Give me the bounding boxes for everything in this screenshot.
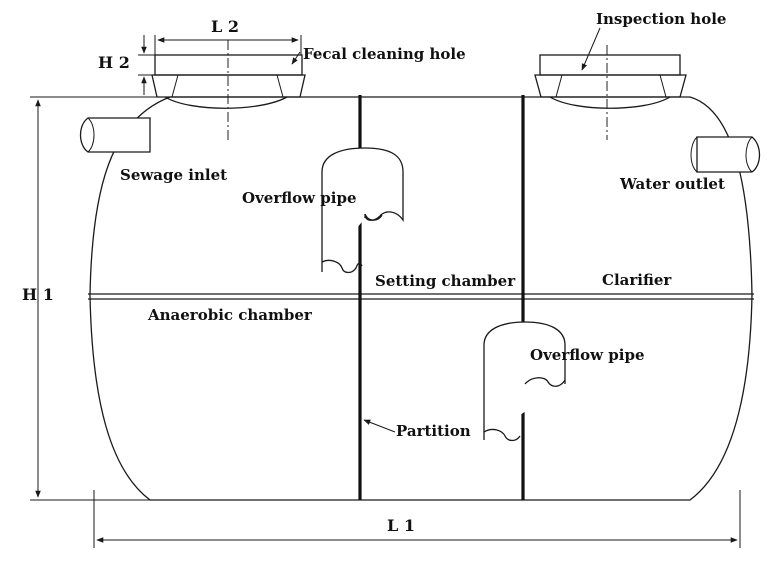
l1-label: L 1 (387, 516, 415, 535)
partition-label: Partition (396, 422, 471, 440)
water-outlet-pipe (690, 136, 761, 173)
dimension-h2 (138, 35, 160, 95)
h2-label: H 2 (98, 53, 130, 72)
inspection-hole-manhole (534, 45, 687, 140)
dimension-l1 (93, 490, 741, 548)
l2-label: L 2 (211, 17, 239, 36)
fecal-cleaning-hole-label: Fecal cleaning hole (303, 45, 466, 63)
h1-label: H 1 (22, 285, 54, 304)
sewage-inlet-pipe (79, 117, 151, 153)
overflow-pipe-left-label: Overflow pipe (242, 189, 357, 207)
leader-inspection-hole (581, 27, 601, 71)
setting-chamber-label: Setting chamber (375, 272, 516, 290)
sewage-inlet-label: Sewage inlet (120, 166, 227, 184)
dimension-h1 (30, 96, 170, 501)
leader-partition (363, 419, 396, 433)
water-outlet-label: Water outlet (619, 175, 725, 193)
leader-fecal-cleaning-hole (291, 51, 301, 65)
anaerobic-chamber-label: Anaerobic chamber (147, 306, 313, 324)
overflow-pipe-right (483, 321, 566, 442)
mid-seam (88, 293, 754, 300)
dimension-l2 (154, 35, 302, 55)
clarifier-label: Clarifier (602, 271, 672, 289)
fecal-cleaning-hole-manhole (151, 40, 306, 140)
tank-body (89, 96, 753, 501)
overflow-pipe-left (321, 147, 404, 274)
overflow-pipe-right-label: Overflow pipe (530, 346, 645, 364)
inspection-hole-label: Inspection hole (596, 10, 726, 28)
